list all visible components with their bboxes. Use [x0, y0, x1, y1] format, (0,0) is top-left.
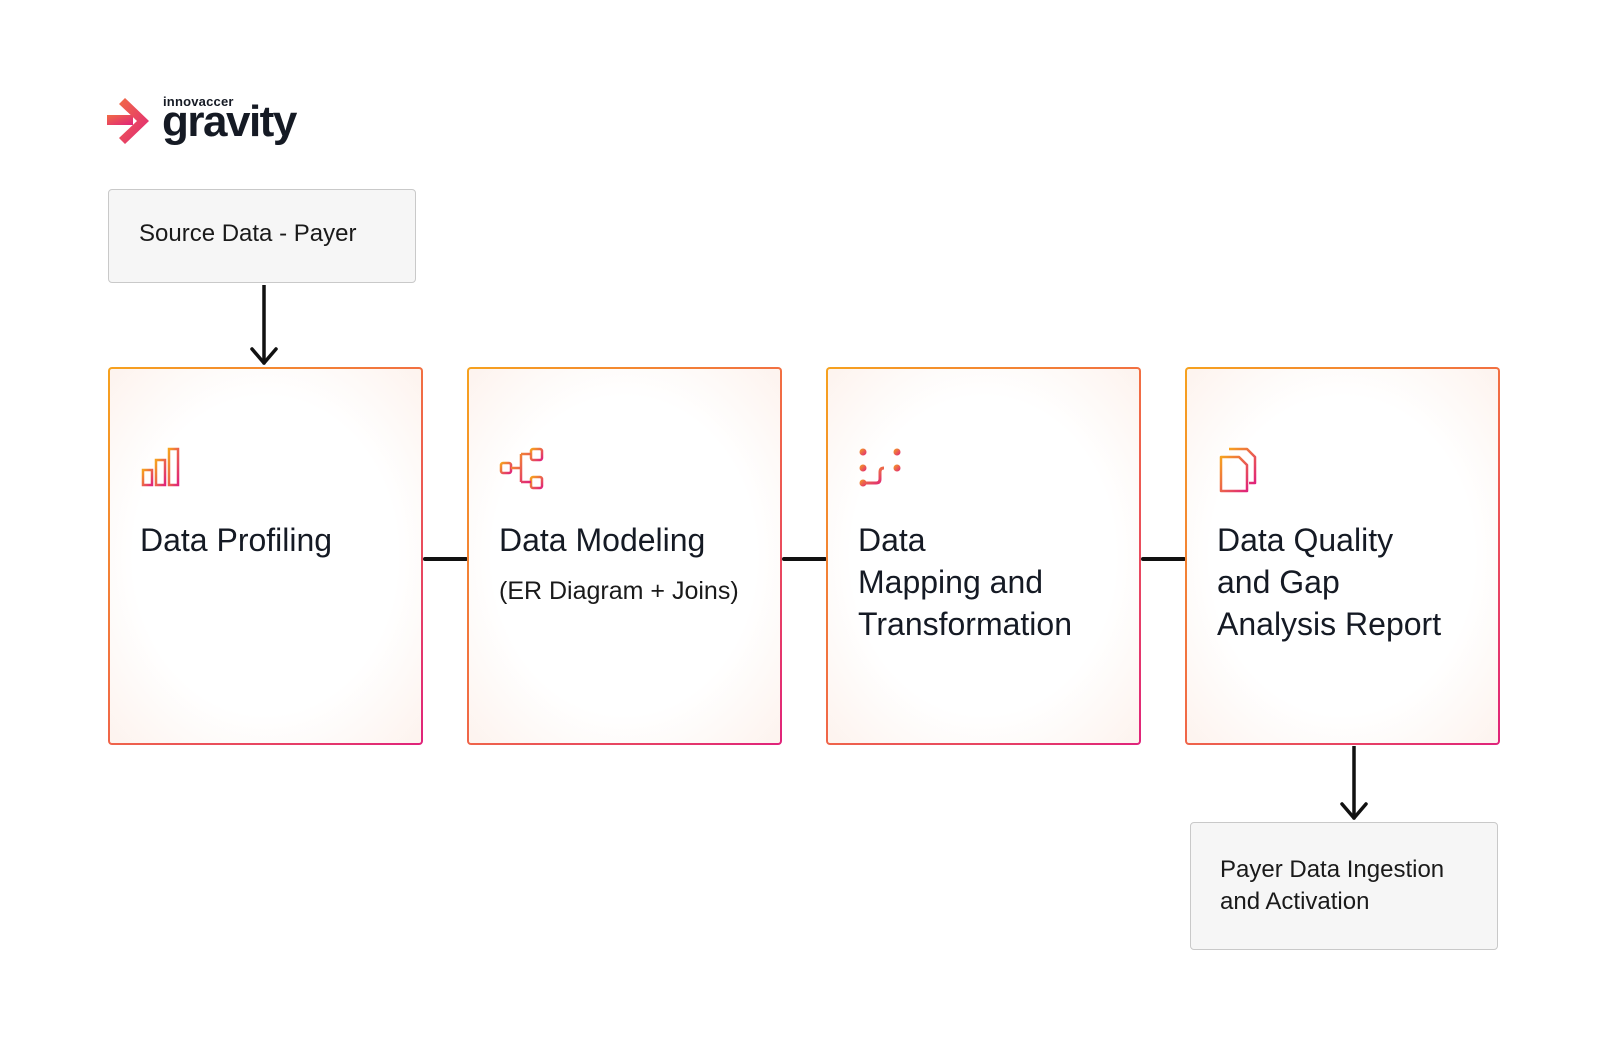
brand-large-text: gravity: [162, 97, 297, 146]
connector-line: [782, 557, 827, 561]
output-box: Payer Data Ingestion and Activation: [1190, 822, 1498, 950]
step-title: Data Mapping and Transformation: [858, 519, 1129, 645]
hierarchy-icon: [499, 447, 544, 490]
bar-chart-icon: [140, 447, 183, 488]
step-title: Data Profiling: [140, 522, 333, 558]
arrow-down-source: [250, 285, 278, 365]
brand-logo: innovaccer gravity: [107, 94, 307, 150]
flow-lines-icon: [859, 448, 901, 487]
output-line: Payer Data Ingestion: [1220, 856, 1445, 883]
output-line: and Activation: [1220, 888, 1370, 915]
step-card-data-quality: Data Quality and Gap Analysis Report: [1185, 367, 1500, 745]
step-card-data-modeling: Data Modeling (ER Diagram + Joins): [467, 367, 782, 745]
arrow-chevron-logo-icon: [107, 98, 149, 144]
step-card-data-profiling: Data Profiling: [108, 367, 423, 745]
brand-small-text: innovaccer: [163, 94, 234, 109]
step-title-line: Transformation: [858, 606, 1072, 642]
step-title: Data Modeling: [499, 522, 706, 558]
step-title: Data Quality and Gap Analysis Report: [1217, 519, 1488, 645]
arrow-down-output: [1340, 746, 1368, 820]
step-title-line: and Gap: [1217, 564, 1340, 600]
step-card-data-mapping: Data Mapping and Transformation: [826, 367, 1141, 745]
step-subtitle: (ER Diagram + Joins): [499, 577, 739, 605]
source-data-box: Source Data - Payer: [108, 189, 416, 283]
connector-line: [423, 557, 468, 561]
connector-line: [1141, 557, 1186, 561]
step-title-line: Data: [858, 522, 926, 558]
step-title-line: Mapping and: [858, 564, 1044, 600]
step-title-line: Analysis Report: [1217, 606, 1442, 642]
step-title-line: Data Quality: [1217, 522, 1394, 558]
source-data-label: Source Data - Payer: [139, 220, 357, 247]
documents-icon: [1219, 447, 1257, 493]
